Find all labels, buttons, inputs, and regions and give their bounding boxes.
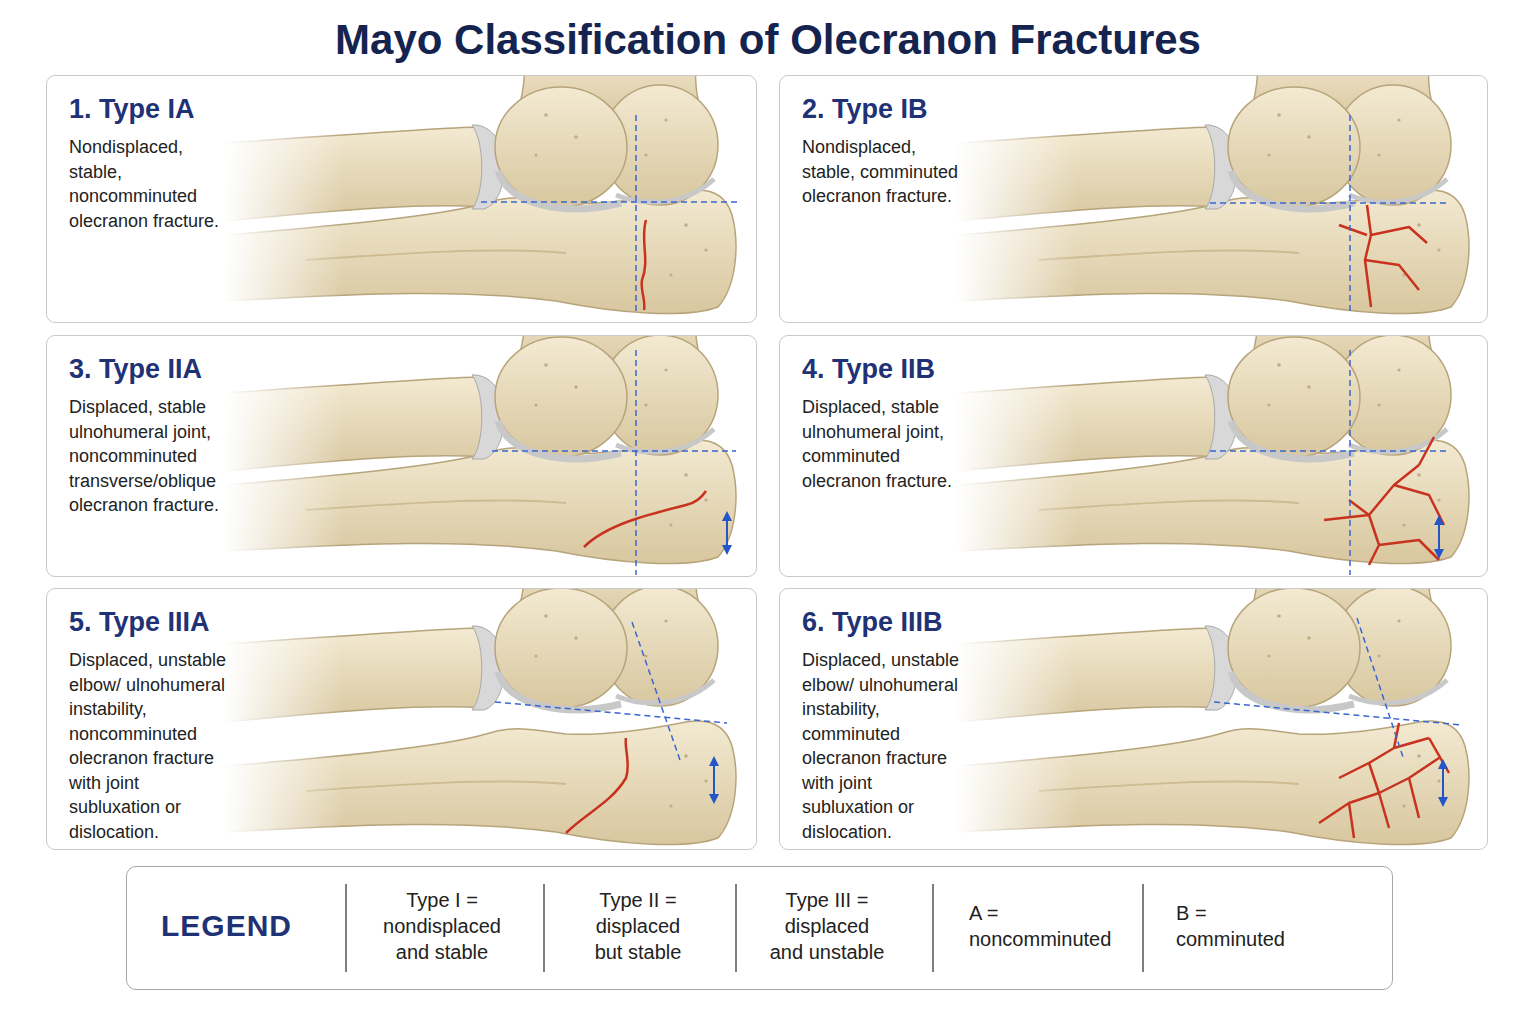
classification-panel: 1. Type IA Nondisplaced, stable, noncommi… [46, 75, 757, 323]
legend-box: LEGEND Type I = nondisplaced and stable Ty… [126, 866, 1393, 990]
panel-illustration [957, 546, 1469, 850]
panel-illustration [957, 295, 1469, 597]
panel-description: Displaced, stable ulnohumeral joint, non… [69, 395, 234, 518]
legend-entry: A = noncomminuted [969, 900, 1119, 952]
reference-line [495, 702, 727, 723]
reference-line [1357, 618, 1404, 760]
fade-overlay [224, 76, 344, 322]
legend-entry: Type I = nondisplaced and stable [377, 887, 507, 965]
classification-panel: 6. Type IIIB Displaced, unstable elbow/ u… [779, 588, 1488, 850]
reference-line [1349, 350, 1351, 575]
panel-description: Displaced, unstable elbow/ ulnohumeral i… [69, 648, 234, 844]
legend-divider [735, 884, 737, 972]
fracture-line [566, 738, 628, 833]
panel-heading: 4. Type IIB [802, 352, 935, 386]
panel-description: Nondisplaced, stable, noncomminuted olec… [69, 135, 234, 233]
panel-description: Displaced, unstable elbow/ ulnohumeral i… [802, 648, 967, 844]
diagram-title: Mayo Classification of Olecranon Fractur… [0, 14, 1536, 66]
reference-line [492, 450, 736, 452]
displacement-arrow [726, 513, 728, 553]
panel-illustration [957, 45, 1469, 337]
displacement-arrow [1442, 761, 1444, 805]
panel-illustration [224, 295, 736, 597]
displacement-arrow [713, 758, 715, 802]
reference-line [635, 350, 637, 575]
reference-line [1214, 702, 1462, 725]
legend-heading: LEGEND [161, 907, 361, 945]
classification-panel: 3. Type IIA Displaced, stable ulnohumeral… [46, 335, 757, 577]
panel-description: Nondisplaced, stable, comminuted olecran… [802, 135, 967, 209]
classification-panel: 5. Type IIIA Displaced, unstable elbow/ u… [46, 588, 757, 850]
reference-line [1210, 450, 1450, 452]
legend-entry: B = comminuted [1176, 900, 1291, 952]
panel-illustration [224, 45, 741, 337]
reference-line [632, 622, 680, 760]
fracture-line [1339, 205, 1427, 307]
classification-panel: 4. Type IIB Displaced, stable ulnohumeral… [779, 335, 1488, 577]
fade-overlay [957, 336, 1077, 576]
legend-entry: Type III = displaced and unstable [767, 887, 887, 965]
legend-entry: Type II = displaced but stable [583, 887, 693, 965]
fracture-line [584, 491, 706, 547]
legend-divider [345, 884, 347, 972]
fade-overlay [957, 589, 1077, 849]
fracture-line [1319, 723, 1449, 838]
reference-line [1349, 115, 1351, 315]
panel-heading: 1. Type IA [69, 92, 195, 126]
displacement-arrow [1438, 517, 1440, 557]
panel-heading: 6. Type IIIB [802, 605, 943, 639]
legend-divider [932, 884, 934, 972]
panel-description: Displaced, stable ulnohumeral joint, com… [802, 395, 967, 493]
legend-divider [543, 884, 545, 972]
panel-heading: 5. Type IIIA [69, 605, 210, 639]
reference-line [481, 201, 741, 203]
fade-overlay [224, 336, 344, 576]
legend-divider [1142, 884, 1144, 972]
classification-panel: 2. Type IB Nondisplaced, stable, comminut… [779, 75, 1488, 323]
panel-heading: 2. Type IB [802, 92, 928, 126]
fracture-line [1324, 437, 1444, 565]
panel-heading: 3. Type IIA [69, 352, 202, 386]
reference-line [635, 115, 637, 315]
reference-line [1210, 202, 1450, 204]
fade-overlay [957, 76, 1077, 322]
panel-illustration [224, 546, 736, 850]
fade-overlay [224, 589, 344, 849]
fracture-line [642, 220, 646, 310]
